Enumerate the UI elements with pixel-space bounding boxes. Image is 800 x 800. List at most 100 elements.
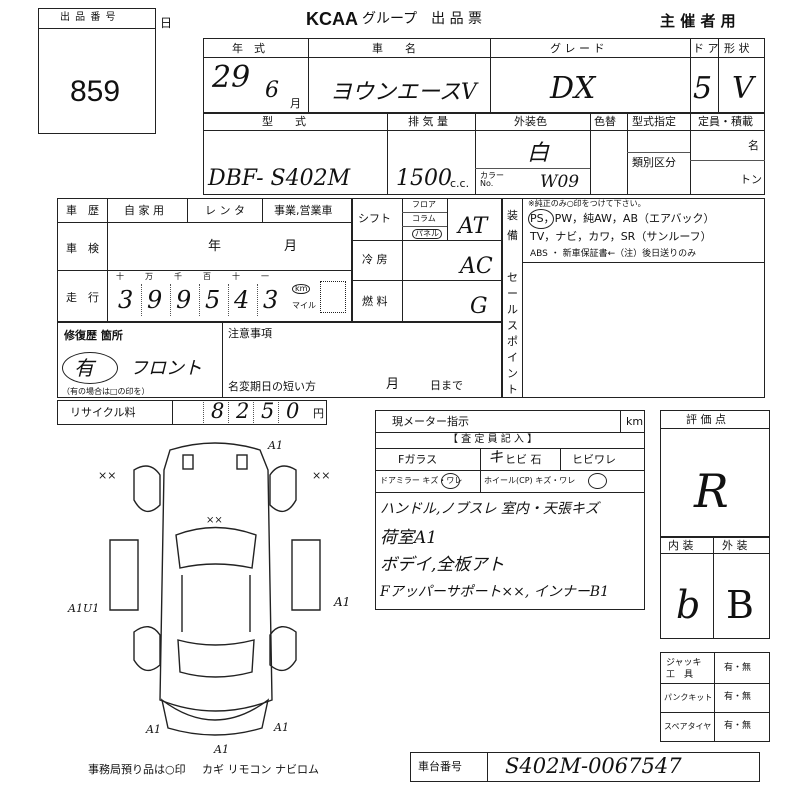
- equipment-line1: PS，PW，純AW，AB（エアバック）: [530, 212, 715, 225]
- office-label: 事務局預り品は○印: [88, 763, 186, 776]
- exterior-value: B: [726, 583, 754, 627]
- inspector-comment-3: ボデイ,全板アト: [380, 555, 505, 575]
- jack-yes-no: 有・無: [724, 663, 752, 673]
- equipment-side-label: 装備: [507, 209, 518, 242]
- color-number-label: カラーNo.: [480, 171, 504, 188]
- history-label: 車 歴: [66, 204, 99, 217]
- mileage-digit: 3: [118, 286, 134, 314]
- org-title: グループ 出 品 票: [362, 11, 483, 27]
- expiry-month-unit: 月: [386, 377, 400, 392]
- mile-check-box: [320, 281, 346, 313]
- eval-value: R: [694, 464, 729, 518]
- classification-label: 類別区分: [632, 156, 676, 169]
- inspector-comment-1: ハンドル,ノブスレ 室内・天張キズ: [380, 501, 599, 517]
- inspector-title: 【 査 定 員 記 入 】: [448, 434, 538, 445]
- eval-label: 評 価 点: [686, 413, 726, 426]
- windshield-stone: ヒビ 石: [505, 453, 542, 466]
- wheel-label: ホイール(CP) キズ・ワレ: [484, 476, 576, 485]
- month-unit: 月: [284, 239, 298, 254]
- cooling-label: 冷 房: [362, 253, 388, 266]
- repair-label: 修復歴 箇所: [64, 329, 123, 342]
- meter-label: 現メーター指示: [392, 415, 469, 428]
- recycle-box: [57, 400, 327, 425]
- mark-right-side: A1: [334, 595, 351, 609]
- cooling-value: AC: [460, 254, 493, 279]
- spare-tire-label: スペアタイヤ: [664, 722, 712, 731]
- mileage-digit-unit: 十: [116, 272, 124, 281]
- notes-label: 注意事項: [228, 327, 272, 340]
- repair-kit-yes-no: 有・無: [724, 692, 752, 702]
- score-box: [660, 410, 770, 537]
- mileage-digit: 5: [205, 286, 221, 314]
- body-type-label: 形 状: [724, 42, 750, 55]
- repair-kit-label: パンクキット: [664, 693, 713, 702]
- mile-unit: マイル: [292, 301, 316, 310]
- recycle-unit: 円: [313, 407, 324, 420]
- tools-box: [660, 652, 770, 742]
- persons-unit: 名: [748, 139, 759, 152]
- grade-value: DX: [550, 71, 596, 106]
- windshield-crack: ヒビワレ: [572, 453, 616, 466]
- car-name-value: ヨウンエースV: [330, 80, 477, 105]
- column-label: コラム: [412, 214, 436, 223]
- recycle-digit: 0: [286, 399, 300, 423]
- lot-box: [38, 8, 156, 134]
- rental-label: レ ン タ: [205, 204, 245, 217]
- cc-unit: c.c.: [450, 177, 470, 190]
- car-outline: [109, 442, 321, 736]
- mileage-digit: 3: [263, 286, 279, 314]
- equipment-line2: TV，ナビ，カワ，SR（サンルーフ）: [530, 230, 712, 243]
- recycle-digit: 2: [236, 399, 250, 423]
- history-box: [57, 198, 352, 322]
- repair-box: [57, 322, 502, 398]
- panel-label: パネル: [412, 229, 442, 239]
- recycle-label: リサイクル料: [70, 406, 136, 419]
- grade-label: グ レ ー ド: [550, 42, 605, 55]
- mileage-digit-unit: 千: [174, 272, 182, 281]
- day-suffix: 日: [160, 16, 173, 30]
- jack-label: ジャッキ 工 具: [666, 658, 702, 680]
- windshield-label: Fガラス: [398, 453, 438, 466]
- ps-circle: [528, 209, 554, 229]
- mileage-digit: 9: [176, 286, 192, 314]
- displacement-value: 1500: [396, 166, 452, 191]
- lot-number: 859: [70, 75, 121, 108]
- door-value: 5: [693, 71, 713, 106]
- org-logo: KCAA: [306, 9, 358, 29]
- inspector-box: [375, 410, 645, 610]
- km-unit: km: [292, 284, 311, 294]
- color-number-value: W09: [540, 172, 580, 192]
- shift-label: シフト: [358, 212, 391, 225]
- displacement-label: 排 気 量: [408, 115, 448, 128]
- mark-bottom: A1: [214, 743, 229, 756]
- recycle-digit: 5: [261, 399, 275, 423]
- inspector-comment-4: Fアッパーサポート××, インナーB1: [380, 584, 609, 600]
- equipment-box: [502, 198, 765, 398]
- year-label: 年 式: [232, 42, 265, 55]
- car-name-label: 車 名: [372, 42, 416, 55]
- color-label: 外装色: [514, 115, 547, 128]
- capacity-label: 定員・積載: [698, 115, 753, 128]
- expiry-day-until: 日まで: [430, 379, 463, 392]
- mark-top-right-a: A1: [268, 439, 283, 452]
- floor-label: フロア: [412, 200, 436, 209]
- wheel-circle: [588, 473, 607, 489]
- mileage-digit: 4: [234, 286, 250, 314]
- model-value: DBF- S402M: [208, 166, 351, 191]
- private-label: 自 家 用: [124, 204, 164, 217]
- mileage-label: 走 行: [66, 291, 99, 304]
- recycle-digit: 8: [211, 399, 225, 423]
- chassis-box: [410, 752, 760, 782]
- mirror-circle: [441, 473, 460, 489]
- mileage-digit-unit: 万: [145, 272, 153, 281]
- lot-label: 出 品 番 号: [60, 12, 117, 23]
- short-expiry-label: 名変期日の短い方: [228, 380, 316, 393]
- equipment-instruction: ※純正のみ○印をつけて下さい。: [528, 199, 646, 208]
- mileage-digit-unit: 百: [203, 272, 211, 281]
- inspection-label: 車 検: [66, 242, 99, 255]
- mark-left-side: A1U1: [68, 602, 100, 615]
- interior-value: b: [676, 583, 701, 627]
- inspector-comment-2: 荷室A1: [380, 528, 438, 548]
- model-label: 型 式: [262, 115, 306, 128]
- exterior-label: 外 装: [722, 539, 748, 552]
